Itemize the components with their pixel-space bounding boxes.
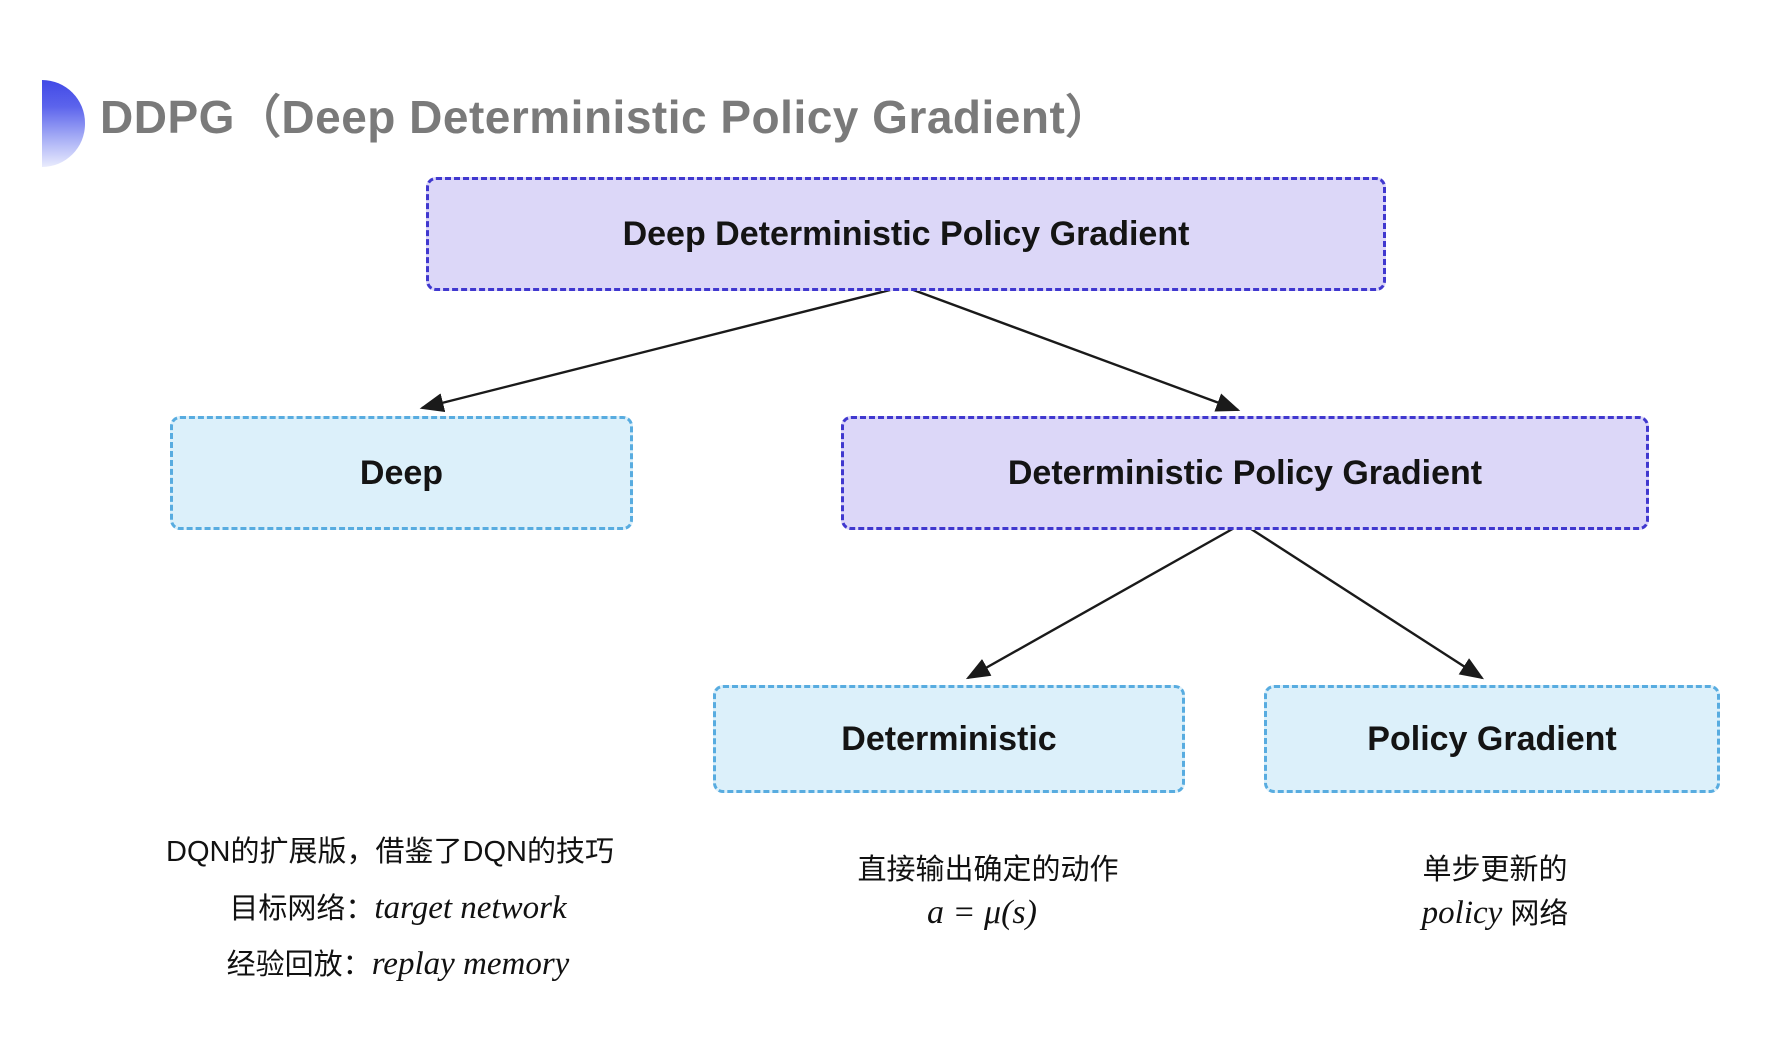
node-label: Deterministic [841, 719, 1057, 758]
node-deterministic: Deterministic [713, 685, 1185, 793]
arrow-root-to-dpg [907, 286, 1241, 412]
note-deep-line2: 目标网络：target network [229, 888, 566, 929]
note-label: 经验回放： [226, 949, 372, 981]
note-text: DQN的扩展版，借鉴了DQN的技巧 [166, 836, 614, 868]
note-suffix: 网络 [1502, 898, 1569, 930]
title-bullet-icon [42, 80, 85, 167]
note-deterministic-line1: 直接输出确定的动作 [857, 850, 1118, 890]
node-deep-deterministic-policy-gradient: Deep Deterministic Policy Gradient [426, 177, 1386, 291]
note-label: 目标网络： [229, 893, 375, 925]
note-term: replay memory [371, 946, 570, 982]
note-deep-line1: DQN的扩展版，借鉴了DQN的技巧 [166, 832, 614, 872]
node-label: Policy Gradient [1367, 719, 1617, 758]
page-title: DDPG（Deep Deterministic Policy Gradient） [100, 91, 1112, 143]
arrow-dpg-to-policy-gradient [1247, 525, 1485, 680]
note-text: 直接输出确定的动作 [857, 854, 1119, 886]
note-policy-gradient-line2: policy 网络 [1422, 893, 1569, 934]
note-policy-gradient-line1: 单步更新的 [1422, 850, 1567, 890]
note-term: target network [374, 890, 567, 926]
node-label: Deep [359, 453, 444, 492]
node-deep: Deep [170, 416, 633, 530]
arrow-dpg-to-deterministic [965, 525, 1237, 680]
node-policy-gradient: Policy Gradient [1264, 685, 1720, 793]
node-label: Deep Deterministic Policy Gradient [622, 214, 1190, 253]
note-text: 单步更新的 [1422, 854, 1568, 886]
node-deterministic-policy-gradient: Deterministic Policy Gradient [841, 416, 1649, 530]
arrow-root-to-deep [419, 286, 899, 413]
node-label: Deterministic Policy Gradient [1007, 453, 1483, 492]
note-term: policy [1421, 895, 1503, 931]
note-deterministic-formula: a = μ(s) [927, 893, 1037, 934]
formula-text: a = μ(s) [927, 894, 1037, 931]
note-deep-line3: 经验回放：replay memory [227, 944, 570, 985]
